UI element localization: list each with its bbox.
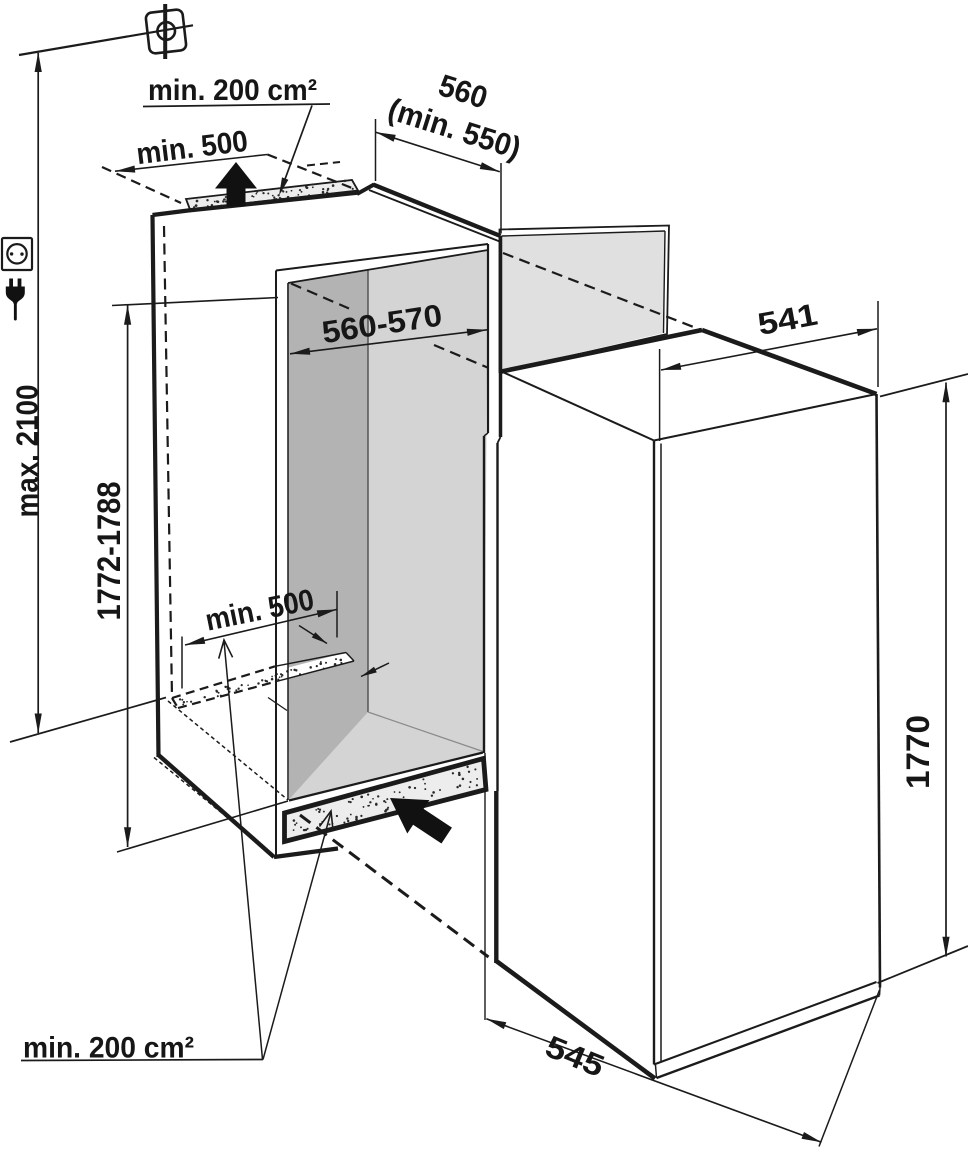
svg-text:min. 200 cm²: min. 200 cm² [148, 74, 317, 107]
svg-text:min. 200 cm²: min. 200 cm² [23, 1032, 194, 1065]
svg-text:1770: 1770 [900, 715, 936, 789]
svg-text:min. 500: min. 500 [135, 125, 250, 171]
svg-text:1772-1788: 1772-1788 [91, 482, 127, 621]
svg-text:541: 541 [755, 297, 820, 342]
svg-text:max. 2100: max. 2100 [9, 385, 44, 518]
